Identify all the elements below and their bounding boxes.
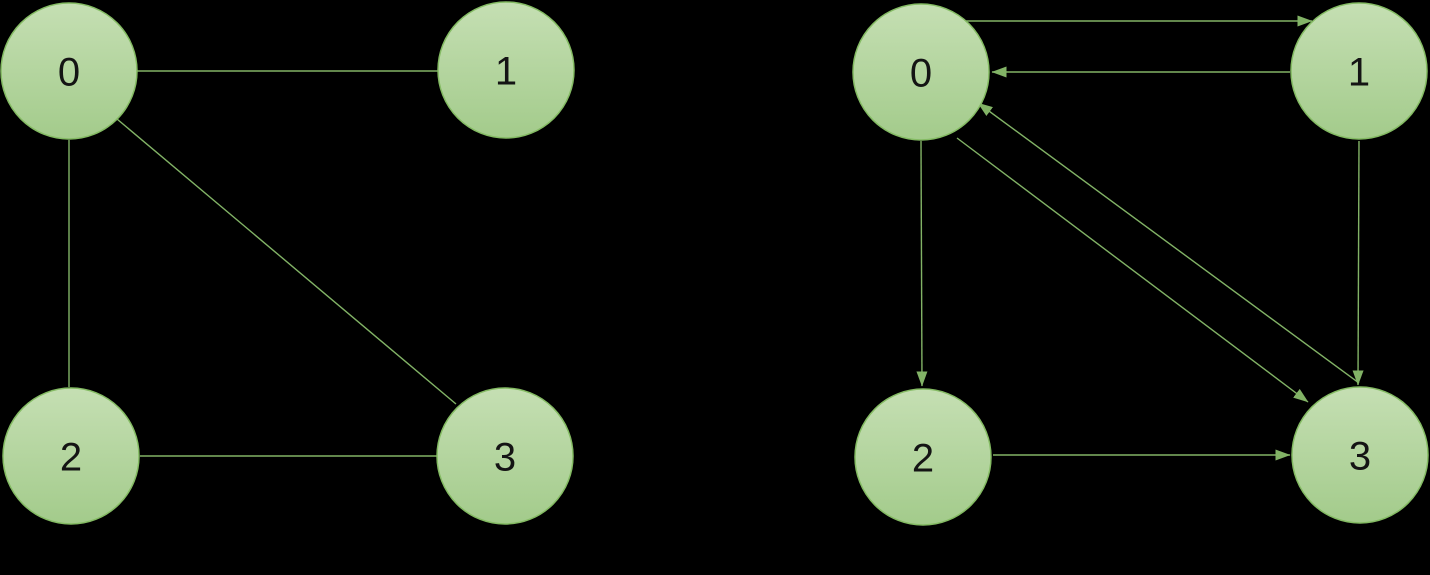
edge-0-to-3 <box>956 137 1309 403</box>
node-circle <box>1290 2 1428 140</box>
node-label: 2 <box>60 435 82 479</box>
undirected-graph: 0 1 2 3 <box>0 1 575 525</box>
node-circle <box>437 1 575 139</box>
edge-1-to-3 <box>1352 140 1364 386</box>
directed-graph-node-2: 2 <box>854 388 992 526</box>
node-label: 0 <box>58 50 80 94</box>
node-label: 1 <box>1348 50 1370 94</box>
undirected-graph-node-1: 1 <box>437 1 575 139</box>
undirected-graph-node-2: 2 <box>2 387 140 525</box>
node-circle <box>2 387 140 525</box>
directed-graph-node-1: 1 <box>1290 2 1428 140</box>
node-label: 3 <box>494 435 516 479</box>
node-circle <box>0 2 138 140</box>
undirected-graph-node-0: 0 <box>0 2 138 140</box>
node-label: 1 <box>495 49 517 93</box>
node-circle <box>854 388 992 526</box>
edge-0-3 <box>116 118 457 405</box>
edge-0-to-2 <box>916 140 928 387</box>
directed-graph-node-0: 0 <box>852 3 990 141</box>
node-circle <box>436 387 574 525</box>
node-label: 3 <box>1349 434 1371 478</box>
node-label: 0 <box>910 51 932 95</box>
node-label: 2 <box>912 436 934 480</box>
undirected-graph-node-3: 3 <box>436 387 574 525</box>
node-circle <box>852 3 990 141</box>
node-circle <box>1291 386 1429 524</box>
directed-graph-node-3: 3 <box>1291 386 1429 524</box>
edge-3-to-0 <box>977 102 1360 384</box>
directed-graph: 0 1 2 3 <box>852 2 1429 526</box>
